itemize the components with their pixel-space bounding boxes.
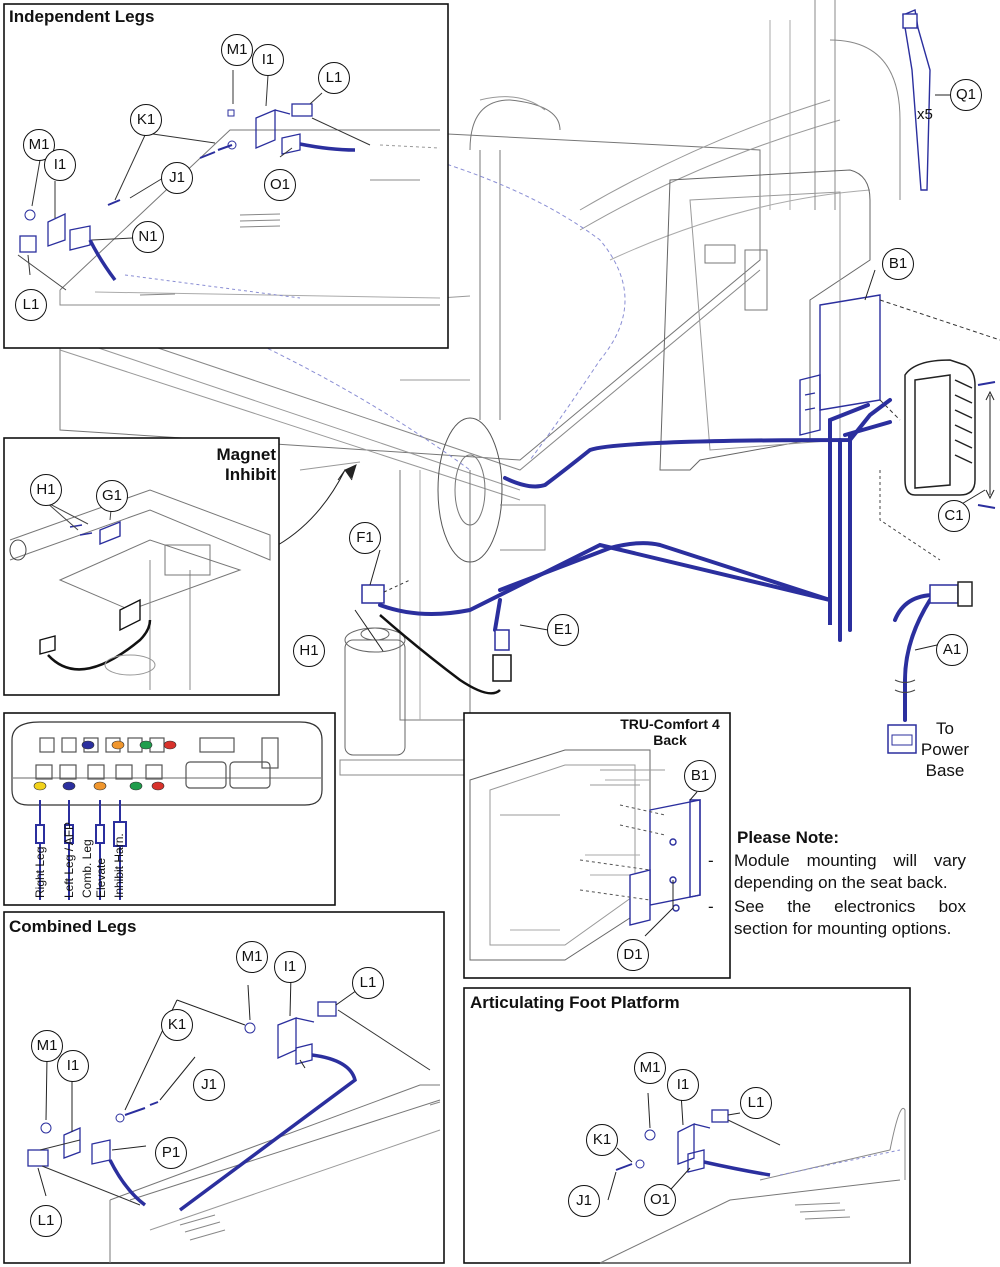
callout-independent-o1: O1 [264,169,296,201]
power-base-line2: Power [920,740,970,759]
callout-independent-i1-lower: I1 [44,149,76,181]
panel-title-tru-comfort-line1: TRU-Comfort 4 [620,716,720,732]
callout-independent-n1: N1 [132,221,164,253]
note-item-1-line1: Module mounting will vary [734,851,966,870]
callout-independent-m1-upper: M1 [221,34,253,66]
panel-title-tru-comfort-line2: Back [653,732,687,748]
power-connector-drawing [887,581,973,754]
callout-c1: C1 [938,500,970,532]
callout-independent-l1-lower: L1 [15,289,47,321]
port-dot-blue [62,781,76,791]
callout-f1: F1 [349,522,381,554]
port-dot-green [139,740,153,750]
port-dot-green [129,781,143,791]
callout-combined-l1-upper: L1 [352,967,384,999]
module-label-left-leg-afp: Left Leg / AFP [62,821,76,898]
port-dot-red [151,781,165,791]
note-item-2-cont: section for mounting options. [734,919,952,938]
callout-independent-m1-lower: M1 [23,129,55,161]
callout-afp-l1: L1 [740,1087,772,1119]
callout-q1: Q1 [950,79,982,111]
callout-b1-main: B1 [882,248,914,280]
panel-title-inhibit-line2: Inhibit [225,465,276,484]
power-base-line3: Base [925,761,965,780]
note-item-1-cont: depending on the seat back. [734,873,948,892]
port-dot-orange [93,781,107,791]
callout-combined-p1: P1 [155,1137,187,1169]
callout-a1: A1 [936,634,968,666]
callout-combined-m1-lower: M1 [31,1030,63,1062]
panel-title-combined-legs: Combined Legs [9,917,137,936]
panel-title-independent-legs: Independent Legs [9,7,155,26]
callout-g1: G1 [96,480,128,512]
callout-combined-j1: J1 [193,1069,225,1101]
callout-afp-m1: M1 [634,1052,666,1084]
panel-title-magnet-inhibit: Magnet Inhibit [196,445,277,485]
callout-afp-j1: J1 [568,1185,600,1217]
note-title: Please Note: [737,828,840,847]
callout-combined-m1-upper: M1 [236,941,268,973]
note-item-2: - See the electronics box [708,896,966,918]
panel-title-magnet-line1: Magnet [216,445,277,464]
note-item-1: - Module mounting will vary [708,850,966,872]
callout-d1: D1 [617,939,649,971]
main-harness-cables [378,398,962,722]
module-label-elevate: Elevate [94,857,108,898]
callout-combined-l1-lower: L1 [30,1205,62,1237]
module-status-dots [33,740,177,791]
callout-combined-i1-upper: I1 [274,951,306,983]
callout-independent-k1: K1 [130,104,162,136]
callout-afp-k1: K1 [586,1124,618,1156]
note-dash: - [708,897,714,916]
panel-title-articulating-foot-platform: Articulating Foot Platform [470,993,680,1012]
callout-independent-j1: J1 [161,162,193,194]
port-dot-orange [111,740,125,750]
tie-wrap-drawing [902,9,931,191]
callout-b1-back: B1 [684,760,716,792]
panel-title-tru-comfort: TRU-Comfort 4 Back [610,716,730,748]
module-label-right-leg: Right Leg [33,846,47,898]
port-dot-blue [81,740,95,750]
callout-combined-i1-lower: I1 [57,1050,89,1082]
note-dash: - [708,851,714,870]
callout-independent-l1-upper: L1 [318,62,350,94]
port-dot-red [163,740,177,750]
callout-h1-magnet: H1 [30,474,62,506]
power-base-line1: To [936,719,954,738]
quantity-label: x5 [917,106,933,123]
power-base-label: To Power Base [905,718,985,781]
module-label-comb-leg: Comb. Leg [80,839,94,898]
callout-h1-main: H1 [293,635,325,667]
module-label-inhibit-harn: Inhibit Harn. [112,833,126,898]
port-dot-yellow [33,781,47,791]
note-item-2-line1: See the electronics box [734,897,966,916]
callout-independent-i1-upper: I1 [252,44,284,76]
panel-afp-frame [463,987,911,1264]
callout-afp-i1: I1 [667,1069,699,1101]
callout-e1: E1 [547,614,579,646]
callout-afp-o1: O1 [644,1184,676,1216]
electronics-module-drawing [904,359,976,496]
callout-combined-k1: K1 [161,1009,193,1041]
